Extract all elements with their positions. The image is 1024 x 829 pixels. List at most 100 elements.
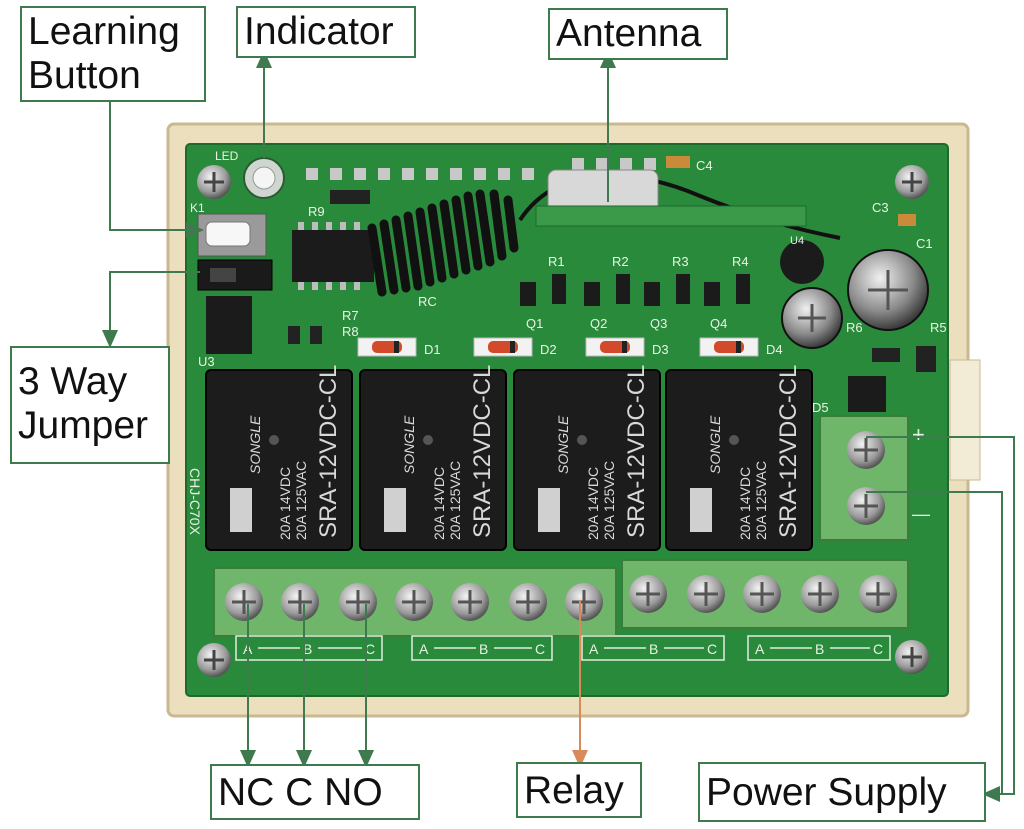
abc-label-2-2: B [479, 641, 488, 657]
abc-label-4-3: C [873, 641, 883, 657]
callout-leader-lines [102, 50, 1015, 802]
u3-label: U3 [198, 354, 215, 369]
relay-logo-4 [690, 488, 712, 532]
resistor-label-4: R4 [732, 254, 749, 269]
indicator-callout-text: Indicator [244, 10, 394, 53]
indicator-led [243, 157, 285, 199]
relay-model-2: SRA-12VDC-CL [469, 365, 496, 538]
u4-label: U4 [790, 235, 804, 247]
relay-brand-3: SONGLE [555, 415, 571, 474]
relay-brand-4: SONGLE [707, 415, 723, 474]
u3-chip [206, 296, 252, 354]
c3-capacitor [898, 214, 916, 226]
electrolytic-capacitor-small [781, 287, 843, 349]
relay-rating-2-2: 20A 125VAC [447, 461, 463, 540]
nc-c-no-callout: NC C NO [210, 764, 420, 820]
antenna-callout-text: Antenna [556, 12, 702, 55]
electrolytic-capacitor-large [847, 249, 929, 331]
jumper-callout-line-1: 3 Way [18, 360, 128, 403]
resistor-label-1: R1 [548, 254, 565, 269]
r5-resistor [916, 346, 936, 372]
terminal-screw-9 [687, 575, 725, 613]
transistor-3 [644, 282, 660, 306]
r7-resistor [288, 326, 300, 344]
terminal-screw-12 [859, 575, 897, 613]
d5-diode [848, 376, 886, 412]
terminal-screw-2 [281, 583, 319, 621]
r6-label: R6 [846, 320, 863, 335]
enclosure-side-tab [949, 359, 981, 481]
terminal-screw-6 [509, 583, 547, 621]
led-label: LED [215, 149, 239, 163]
r8-resistor [310, 326, 322, 344]
relay-rating-2-3: 20A 125VAC [601, 461, 617, 540]
c3-label: C3 [872, 200, 889, 215]
c1-label: C1 [916, 236, 933, 251]
rf-receiver-module [535, 205, 807, 227]
relay-rating-1-4: 20A 14VDC [737, 467, 753, 540]
corner-screws [197, 165, 929, 677]
resistor-3 [676, 274, 690, 304]
diode-1 [357, 337, 417, 357]
r7-label: R7 [342, 308, 359, 323]
terminal-screw-11 [801, 575, 839, 613]
transistor-label-2: Q2 [590, 316, 607, 331]
r8-label: R8 [342, 324, 359, 339]
resistor-2 [616, 274, 630, 304]
u4-regulator [780, 240, 824, 284]
abc-label-2-1: A [419, 641, 429, 657]
transistor-label-3: Q3 [650, 316, 667, 331]
relay-logo-1 [230, 488, 252, 532]
terminal-screw-1 [225, 583, 263, 621]
diode-4 [699, 337, 759, 357]
abc-label-2-3: C [535, 641, 545, 657]
diode-label-2: D2 [540, 342, 557, 357]
diode-2 [473, 337, 533, 357]
relay-logo-2 [384, 488, 406, 532]
jumper-cap [210, 268, 236, 282]
relay-logo-3 [538, 488, 560, 532]
output-terminal-screws [225, 575, 897, 621]
transistor-4 [704, 282, 720, 306]
power-supply-callout: Power Supply [698, 762, 986, 822]
relay-rating-1-2: 20A 14VDC [431, 467, 447, 540]
r9-resistor [330, 190, 370, 204]
learning-button-callout-line-1: Learning [28, 10, 180, 53]
abc-label-1-3: C [365, 641, 375, 657]
learning-button-callout-line-2: Button [28, 54, 141, 97]
abc-label-3-1: A [589, 641, 599, 657]
r5-label: R5 [930, 320, 947, 335]
plus-label: + [912, 422, 925, 447]
power-supply-callout-text: Power Supply [706, 771, 947, 814]
decoder-ic [292, 230, 374, 282]
relay-brand-2: SONGLE [401, 415, 417, 474]
antenna-pad-row [306, 158, 656, 180]
indicator-callout: Indicator [236, 6, 416, 58]
r6-resistor [872, 348, 900, 362]
resistor-label-2: R2 [612, 254, 629, 269]
abc-label-4-1: A [755, 641, 765, 657]
antenna-coil [367, 173, 841, 297]
terminal-screw-4 [395, 583, 433, 621]
diode-label-4: D4 [766, 342, 783, 357]
model-label: CHJ-C70X [187, 468, 203, 536]
k1-label: K1 [190, 201, 205, 215]
transistor-label-4: Q4 [710, 316, 727, 331]
relay-rating-2-4: 20A 125VAC [753, 461, 769, 540]
resistor-label-3: R3 [672, 254, 689, 269]
transistor-label-1: Q1 [526, 316, 543, 331]
relay-brand-1: SONGLE [247, 415, 263, 474]
minus-label: — [912, 504, 930, 524]
terminal-screw-8 [629, 575, 667, 613]
diode-label-1: D1 [424, 342, 441, 357]
abc-label-3-3: C [707, 641, 717, 657]
relay-callout-text: Relay [524, 769, 624, 812]
terminal-screw-7 [565, 583, 603, 621]
